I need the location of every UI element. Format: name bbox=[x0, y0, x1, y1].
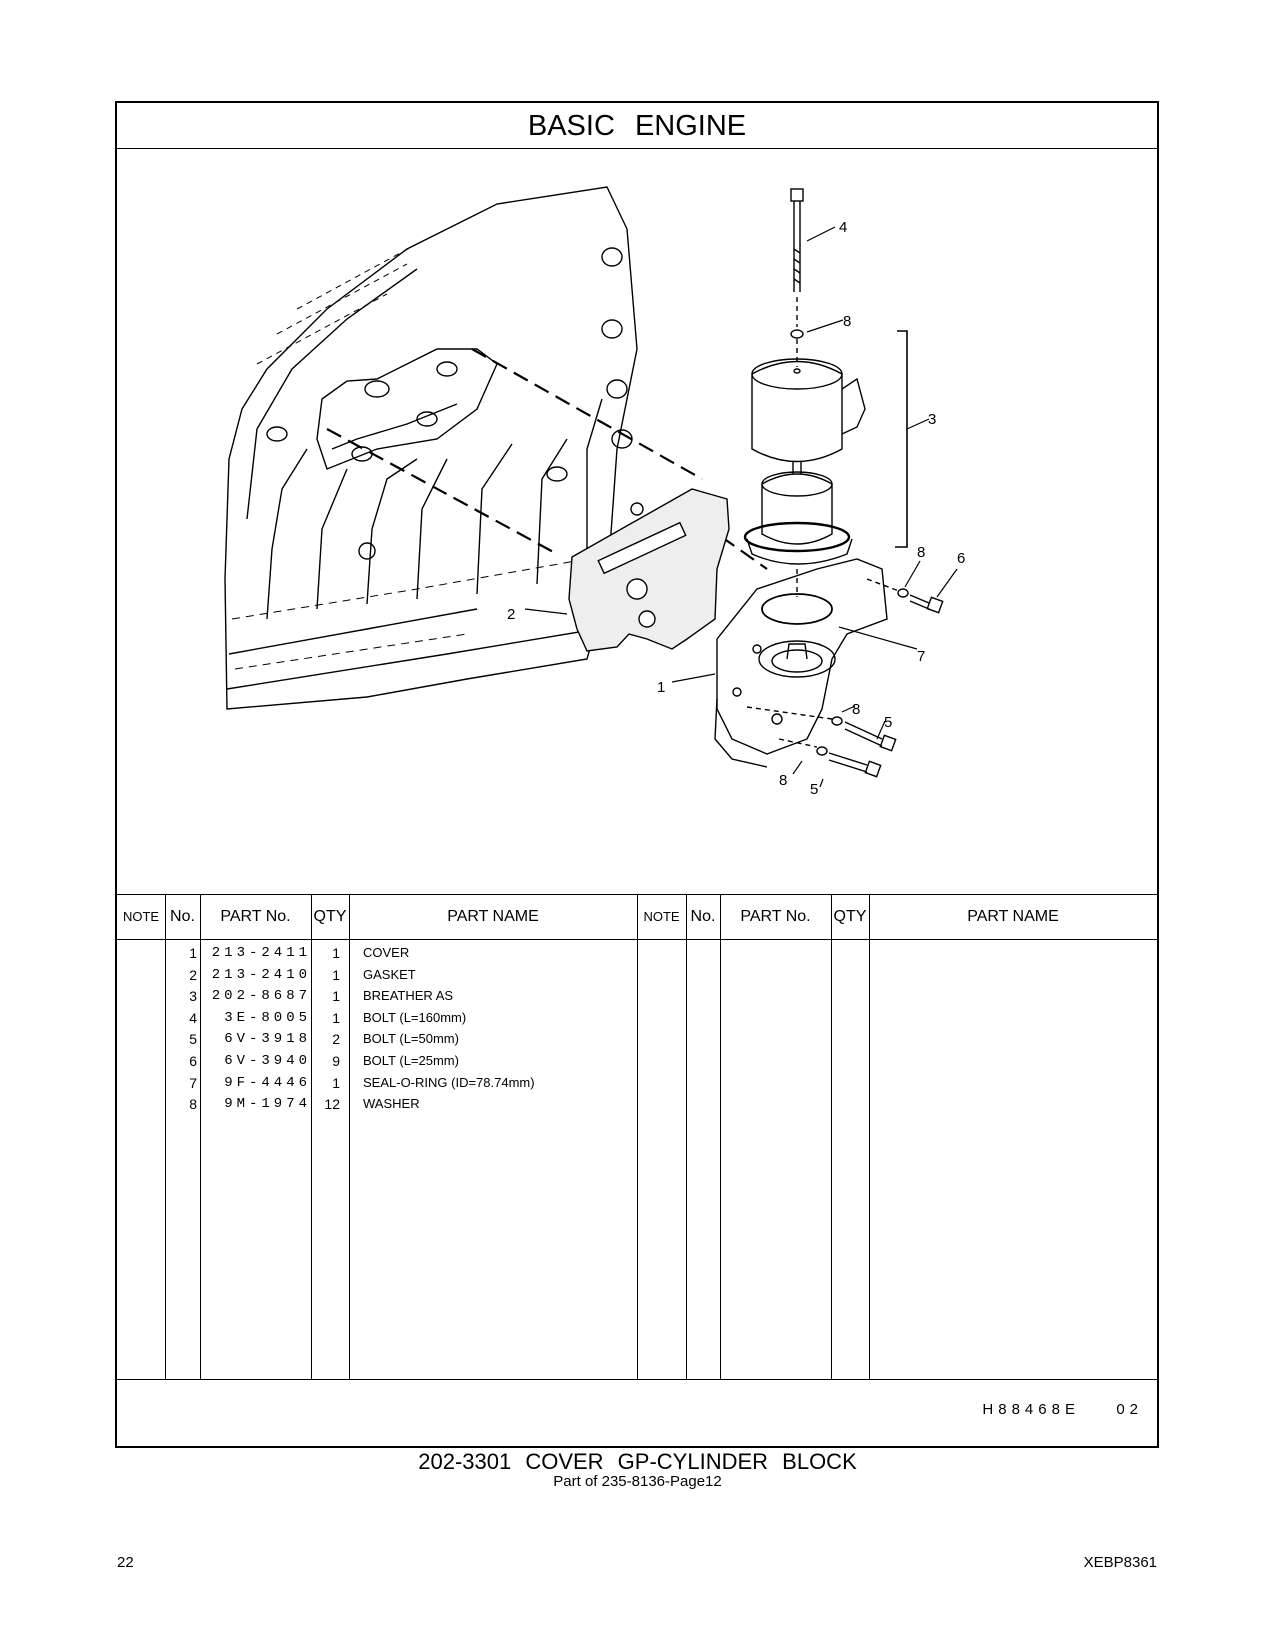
callout-6: 6 bbox=[957, 550, 965, 567]
illustration-revision: 02 bbox=[1116, 1401, 1143, 1418]
parts-table: NOTE No. PART No. QTY PART NAME NOTE No.… bbox=[117, 894, 1157, 1380]
callout-1: 1 bbox=[657, 679, 665, 696]
header-note: NOTE bbox=[122, 909, 160, 924]
header-qty-right: QTY bbox=[833, 908, 867, 925]
header-qty: QTY bbox=[313, 908, 347, 925]
exploded-parts-diagram: 4 8 3 8 6 2 7 1 8 5 8 5 bbox=[117, 149, 1157, 894]
small-bolts-drawing bbox=[746, 578, 944, 778]
callout-2: 2 bbox=[507, 606, 515, 623]
illustration-code: H88468E 02 bbox=[982, 1401, 1143, 1418]
callout-8c: 8 bbox=[852, 701, 860, 718]
document-id: XEBP8361 bbox=[1083, 1554, 1157, 1571]
callout-8b: 8 bbox=[917, 544, 925, 561]
illustration-code-text: H88468E bbox=[982, 1401, 1080, 1418]
cover-drawing bbox=[714, 558, 888, 768]
callout-8d: 8 bbox=[779, 772, 787, 789]
parts-page-frame: BASIC ENGINE bbox=[115, 101, 1159, 1448]
gasket-drawing bbox=[568, 488, 730, 652]
callout-8a: 8 bbox=[843, 313, 851, 330]
cylinder-block-drawing bbox=[224, 186, 638, 710]
header-part-name-right: PART NAME bbox=[967, 908, 1059, 925]
header-part-no: PART No. bbox=[220, 908, 291, 925]
callout-4: 4 bbox=[839, 219, 847, 236]
callout-3: 3 bbox=[928, 411, 936, 428]
group-caption: 202-3301 COVER GP-CYLINDER BLOCK bbox=[418, 1449, 857, 1474]
callout-5a: 5 bbox=[884, 714, 892, 731]
long-bolt-drawing bbox=[790, 188, 804, 374]
header-no: No. bbox=[170, 908, 195, 925]
page-number: 22 bbox=[117, 1554, 134, 1571]
callout-7: 7 bbox=[917, 648, 925, 665]
header-note-right: NOTE bbox=[643, 909, 680, 924]
header-part-no-right: PART No. bbox=[740, 908, 811, 925]
group-subcaption: Part of 235-8136-Page12 bbox=[553, 1473, 722, 1490]
callout-5b: 5 bbox=[810, 781, 818, 798]
section-title: BASIC ENGINE bbox=[117, 103, 1157, 149]
header-no-right: No. bbox=[690, 908, 716, 925]
breather-assembly-drawing bbox=[743, 358, 866, 565]
header-part-name: PART NAME bbox=[447, 908, 539, 925]
